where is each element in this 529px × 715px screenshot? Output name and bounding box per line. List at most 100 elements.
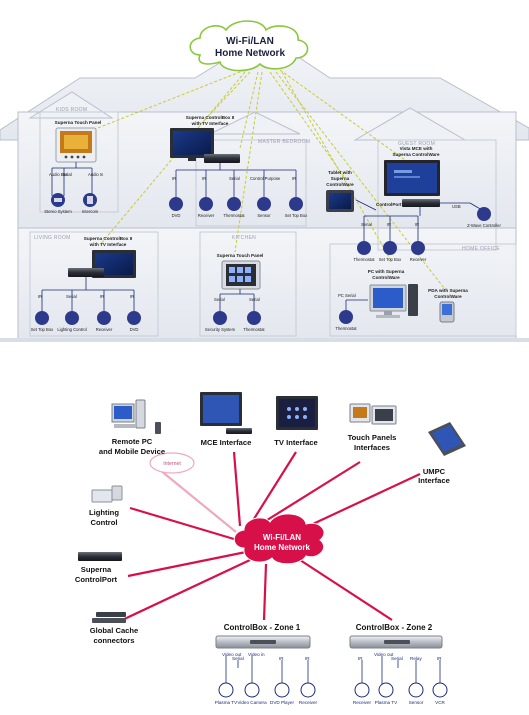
internet-link	[159, 469, 237, 533]
living-device-1: Lighting Control	[57, 327, 86, 332]
superna-line2: ControlPort	[75, 575, 118, 584]
tablet-line1: Tablet with	[328, 170, 352, 175]
touch-line2: Interfaces	[354, 443, 390, 452]
dvd-icon	[169, 197, 183, 211]
guest-port-0: Serial	[361, 222, 372, 227]
living-device-0: Set Top Box	[31, 327, 54, 332]
guest-controlport	[402, 199, 440, 207]
superna-controlport	[78, 552, 122, 561]
sensor-icon	[257, 197, 271, 211]
network-links	[117, 451, 421, 623]
zone1-device-0: Plasma TV	[215, 700, 238, 705]
security-system-icon	[213, 311, 227, 325]
room-label-living: LIVING ROOM	[34, 235, 71, 241]
tv-label: TV Interface	[274, 438, 317, 447]
zone2-vcr-icon	[432, 682, 448, 698]
zone2-plasma-icon	[378, 682, 394, 698]
umpc-line2: Interface	[418, 476, 450, 485]
kids-touch-panel	[55, 127, 97, 163]
kids-device-0: Stereo System	[44, 209, 72, 214]
pda-device	[439, 301, 455, 323]
master-cbox-line2: with TV Interface	[191, 121, 229, 126]
living-wiring	[41, 277, 135, 314]
pc-line2: ControlWare	[372, 275, 400, 280]
lighting-line1: Lighting	[89, 508, 119, 517]
zone2-port-1: Video out	[374, 652, 394, 657]
umpc-line1: UMPC	[423, 467, 446, 476]
receiver-icon	[199, 197, 213, 211]
master-device-2: Thermostat	[223, 213, 245, 218]
master-port-2: Serial	[229, 176, 240, 181]
zone1-wiring	[225, 656, 309, 684]
living-dvd-icon	[127, 311, 141, 325]
global-line2: connectors	[94, 636, 135, 645]
guest-thermostat-icon	[357, 241, 371, 255]
living-lighting-icon	[65, 311, 79, 325]
zone2-label: ControlBox - Zone 2	[356, 623, 433, 632]
master-wiring	[175, 163, 297, 200]
zone2-device-1: Plasma TV	[375, 700, 398, 705]
room-label-master: MASTER BEDROOM	[258, 139, 310, 145]
set-top-box-icon	[289, 197, 303, 211]
living-device-2: Receiver	[96, 327, 113, 332]
zone1-device-3: Receiver	[299, 700, 318, 705]
remote-line2: and Mobile Device	[99, 447, 165, 456]
vista-line1: Vista MCE with	[400, 146, 433, 151]
zwave-icon	[477, 207, 491, 221]
kitchen-device-0: Security System	[205, 327, 236, 332]
pda-line1: PDA with Superna	[428, 288, 468, 293]
zone1-camera-icon	[244, 682, 260, 698]
tablet-line2: Superna	[331, 176, 350, 181]
controlport-label: ControlPort	[376, 202, 402, 207]
global-line1: Global Cache	[90, 626, 139, 635]
kitchen-frame	[199, 231, 297, 337]
kitchen-port-0: Serial	[214, 297, 225, 302]
lighting-line2: Control	[91, 518, 118, 527]
guest-port-2: IR	[415, 222, 419, 227]
master-device-0: DVD	[172, 213, 181, 218]
pc-device: Thermostat	[335, 326, 357, 331]
usb-label: USB	[452, 204, 461, 209]
touch-panels	[349, 403, 397, 425]
kitchen-touch-panel	[221, 260, 261, 290]
guest-device-2: Receiver	[410, 257, 427, 262]
pda-line2: ControlWare	[434, 294, 462, 299]
master-device-4: Set Top Box	[285, 213, 308, 218]
cloud-bottom-line2: Home Network	[254, 543, 311, 552]
tv-interface	[276, 396, 318, 430]
zone2-device-2: Sensor	[409, 700, 424, 705]
zone1-receiver-icon	[300, 682, 316, 698]
zone2-port-0: IR	[358, 656, 363, 661]
wifi-cloud-bottom	[233, 513, 325, 565]
mce-tv	[200, 392, 252, 434]
office-thermostat-icon	[339, 310, 353, 324]
guest-port-1: IR	[387, 222, 391, 227]
wifi-links	[79, 69, 445, 289]
zone2-port-4: IR	[437, 656, 442, 661]
master-port-1: IR	[202, 176, 206, 181]
master-device-1: Receiver	[198, 213, 215, 218]
living-port-3: IR	[130, 294, 134, 299]
zone2-device-3: VCR	[435, 700, 445, 705]
zone1-port-3: IR	[279, 656, 284, 661]
master-port-4: IR	[292, 176, 296, 181]
zone1-port-0: Video out	[222, 652, 242, 657]
zone2-device-0: Receiver	[353, 700, 372, 705]
master-port-0: IR	[172, 176, 176, 181]
cloud-top-line1: Wi-Fi/LAN	[226, 36, 274, 47]
pc-serial-label: PC Serial	[338, 293, 356, 298]
mce-label: MCE Interface	[201, 438, 252, 447]
cloud-top-line2: Home Network	[215, 48, 285, 59]
guest-set-top-box-icon	[383, 241, 397, 255]
kitchen-thermostat-icon	[247, 311, 261, 325]
office-pc	[369, 284, 418, 318]
superna-line1: Superna	[81, 565, 112, 574]
living-port-1: Serial	[66, 294, 77, 299]
zone1-device-1: Video Camera	[237, 700, 267, 705]
touch-line1: Touch Panels	[348, 433, 397, 442]
internet-cloud	[149, 452, 195, 474]
lighting-device	[91, 485, 123, 503]
guest-device-1: Set Top Box	[379, 257, 402, 262]
master-tv	[170, 128, 214, 161]
